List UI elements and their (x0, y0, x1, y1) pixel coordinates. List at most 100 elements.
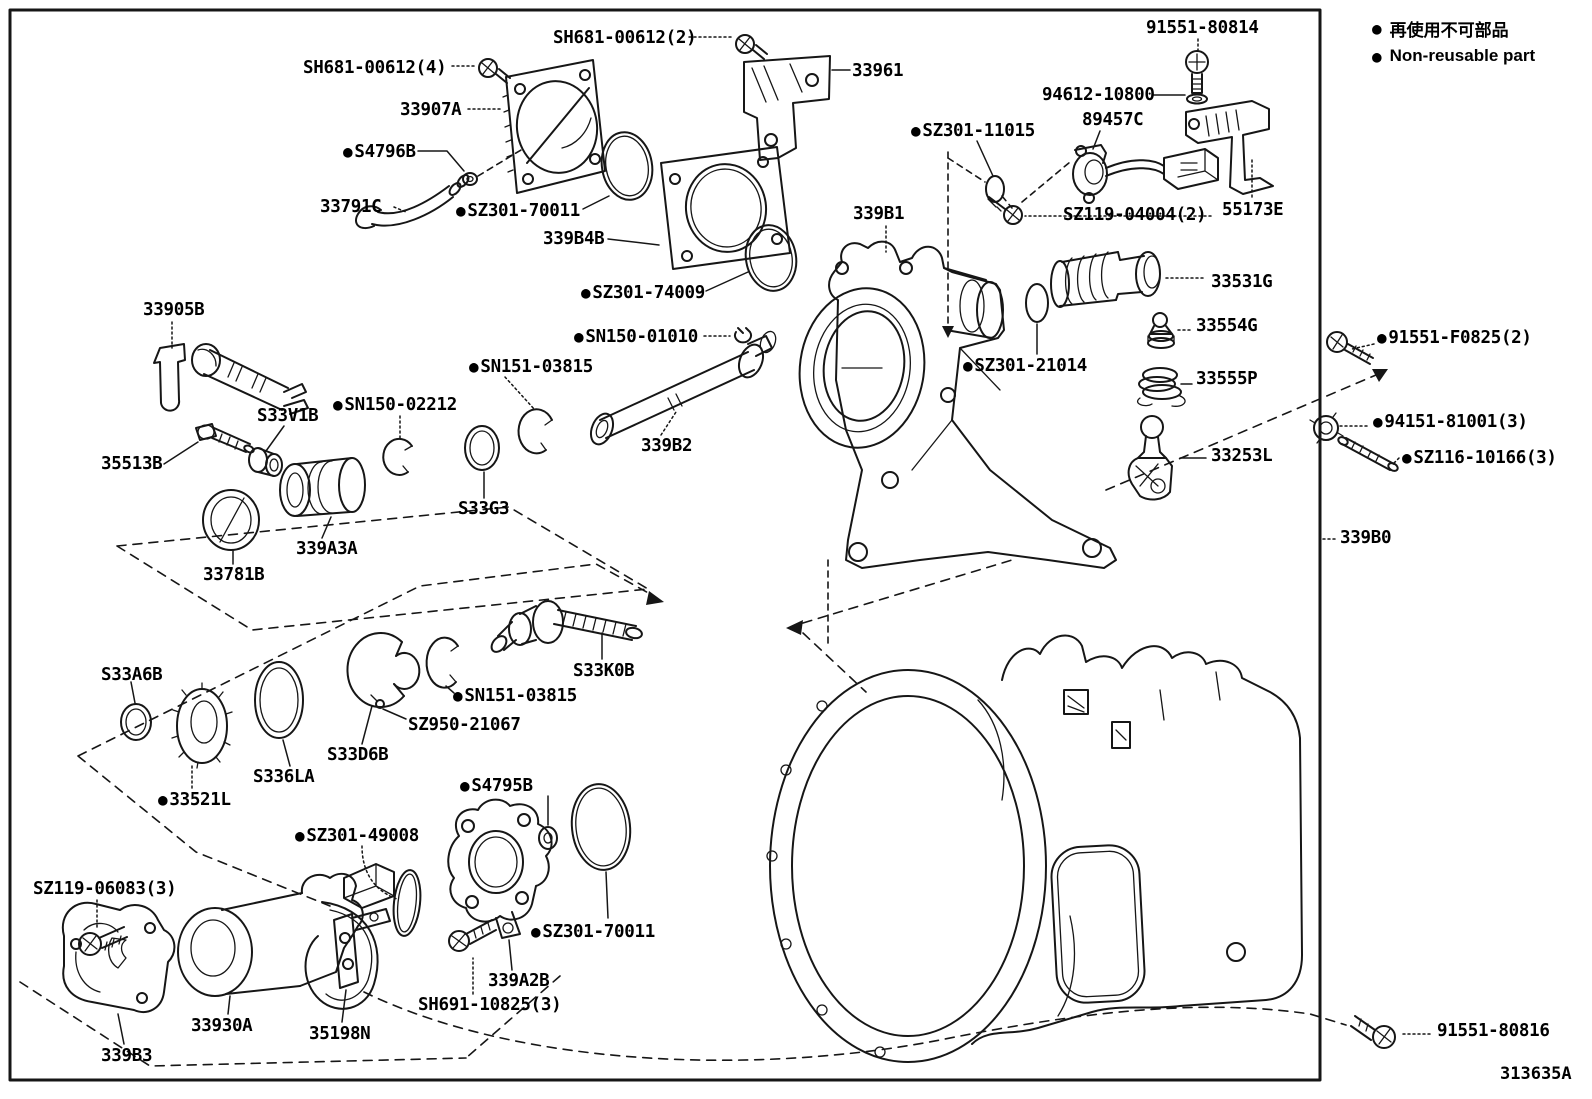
ring-s33g3-drawing (464, 425, 500, 471)
part-number-text: S33G3 (458, 499, 510, 519)
part-number-text: 33555P (1196, 369, 1258, 389)
snap-ring-sn151-03815-lower-drawing (425, 636, 459, 689)
part-label: ●SZ301-11015 (911, 121, 1035, 141)
part-number-text: 35198N (309, 1024, 371, 1044)
part-number-text: SH691-10825(3) (418, 995, 562, 1015)
part-label: 33531G (1211, 273, 1273, 292)
part-number-text: SZ116-10166(3) (1413, 448, 1557, 468)
part-number-text: 33791C (320, 197, 382, 217)
part-number-text: 339A2B (488, 971, 550, 991)
non-reusable-dot-icon: ● (1372, 46, 1382, 66)
part-number-text: SZ119-04004(2) (1063, 205, 1207, 225)
bolt-91551-80816-drawing (1350, 1015, 1396, 1049)
part-label: S33D6B (327, 746, 389, 765)
non-reusable-dot-icon: ● (295, 826, 305, 845)
oring-sz301-70011-bottom-drawing (570, 783, 632, 871)
grommet-s4796b-drawing (462, 172, 478, 186)
motor-33930a-drawing (177, 863, 395, 1010)
part-number-text: 33253L (1211, 446, 1273, 466)
part-number-text: SH681-00612(2) (553, 28, 697, 48)
part-label: ●SZ301-21014 (963, 356, 1087, 376)
cap-33554g-drawing (1147, 312, 1175, 349)
part-number-text: 94612-10800 (1042, 85, 1155, 105)
part-label: SH681-00612(2) (553, 28, 697, 48)
legend-line-en: ● Non-reusable part (1372, 42, 1535, 70)
part-label: S33K0B (573, 662, 635, 681)
bolt-35513b-drawing (195, 423, 255, 454)
sleeve-339a3a-drawing (279, 457, 366, 517)
part-label: ●S4795B (460, 776, 533, 796)
diagram-border (8, 8, 1322, 1082)
non-reusable-dot-icon: ● (343, 142, 353, 161)
shift-lever-33905b-drawing (153, 343, 309, 415)
part-label: 33961 (852, 62, 903, 81)
part-label: S33A6B (101, 665, 163, 685)
bushing-s33v1b-drawing (248, 447, 283, 477)
bolt-sz119-06083-drawing (78, 926, 128, 956)
part-number-text: SZ301-74009 (592, 283, 705, 303)
oring-sz301-70011-top-drawing (600, 131, 654, 201)
part-number-text: 33554G (1196, 316, 1258, 336)
part-number-text: 339B1 (853, 204, 905, 224)
part-number-text: 89457C (1082, 110, 1144, 130)
legend: ● 再使用不可部品 ● Non-reusable part (1372, 14, 1535, 70)
part-label: 339B0 (1340, 529, 1391, 548)
part-label: 339B3 (101, 1047, 152, 1066)
oring-sz301-21014-drawing (1025, 283, 1049, 323)
part-number-text: 33781B (203, 565, 265, 585)
part-label: 33907A (400, 101, 462, 120)
drawing-number: 313635A (1500, 1064, 1572, 1084)
part-label: ●SN150-01010 (574, 327, 698, 347)
non-reusable-dot-icon: ● (963, 356, 973, 375)
part-label: ●SN151-03815 (469, 357, 593, 377)
part-number-text: SZ301-70011 (467, 201, 580, 221)
part-label: 89457C (1082, 110, 1144, 130)
part-label: 35513B (101, 455, 163, 474)
part-number-text: SN150-01010 (585, 327, 698, 347)
transmission-case-drawing (766, 634, 1303, 1063)
part-label: ●SN151-03815 (453, 686, 577, 706)
part-number-text: S4796B (354, 142, 416, 162)
part-label: 33253L (1211, 446, 1273, 466)
housing-339b1-drawing (798, 240, 1117, 569)
non-reusable-dot-icon: ● (469, 357, 479, 376)
part-label: ●SZ301-49008 (295, 826, 419, 846)
part-label: 33930A (191, 1017, 253, 1036)
part-label: 94612-10800 (1042, 86, 1155, 105)
ring-s33a6b-drawing (120, 703, 152, 741)
part-label: ●S4796B (343, 142, 416, 162)
part-label: 55173E (1222, 200, 1284, 220)
bracket-35198n-drawing (333, 908, 391, 989)
shaft-339b2-drawing (589, 330, 777, 446)
part-number-text: 91551-80816 (1437, 1021, 1550, 1041)
non-reusable-dot-icon: ● (460, 776, 470, 795)
ring-s336la-drawing (254, 661, 304, 739)
part-number-text: S33A6B (101, 665, 163, 685)
part-label: 33791C (320, 197, 382, 217)
oring-sz301-49008-drawing (392, 869, 422, 937)
part-label: 91551-80814 (1146, 19, 1259, 38)
stud-sz116-10166-drawing (1337, 436, 1399, 472)
screw-valve-s33k0b-drawing (490, 600, 643, 653)
part-number-text: SN151-03815 (464, 686, 577, 706)
non-reusable-dot-icon: ● (1373, 412, 1383, 431)
legend-text-en: Non-reusable part (1389, 46, 1536, 65)
part-number-text: 55173E (1222, 200, 1284, 220)
part-label: 35198N (309, 1024, 371, 1044)
part-number-text: S336LA (253, 767, 315, 787)
part-number-text: 33521L (169, 790, 231, 810)
non-reusable-dot-icon: ● (158, 790, 168, 809)
part-label: ●SZ116-10166(3) (1402, 448, 1557, 468)
part-label: ●SZ301-70011 (531, 922, 655, 942)
bracket-55173e-drawing (1185, 100, 1274, 195)
part-number-text: 339B4B (543, 229, 605, 249)
part-number-text: SH681-00612(4) (303, 58, 447, 78)
part-label: 339A3A (296, 540, 358, 559)
part-label: 33905B (143, 301, 205, 320)
part-number-text: 339B0 (1340, 528, 1392, 548)
part-number-text: 339B3 (101, 1046, 153, 1066)
part-label: 33554G (1196, 316, 1258, 336)
gasket-339b4b-drawing (660, 146, 791, 270)
part-label: ●SN150-02212 (333, 395, 457, 415)
throttle-plate-33907a-drawing (502, 59, 606, 194)
